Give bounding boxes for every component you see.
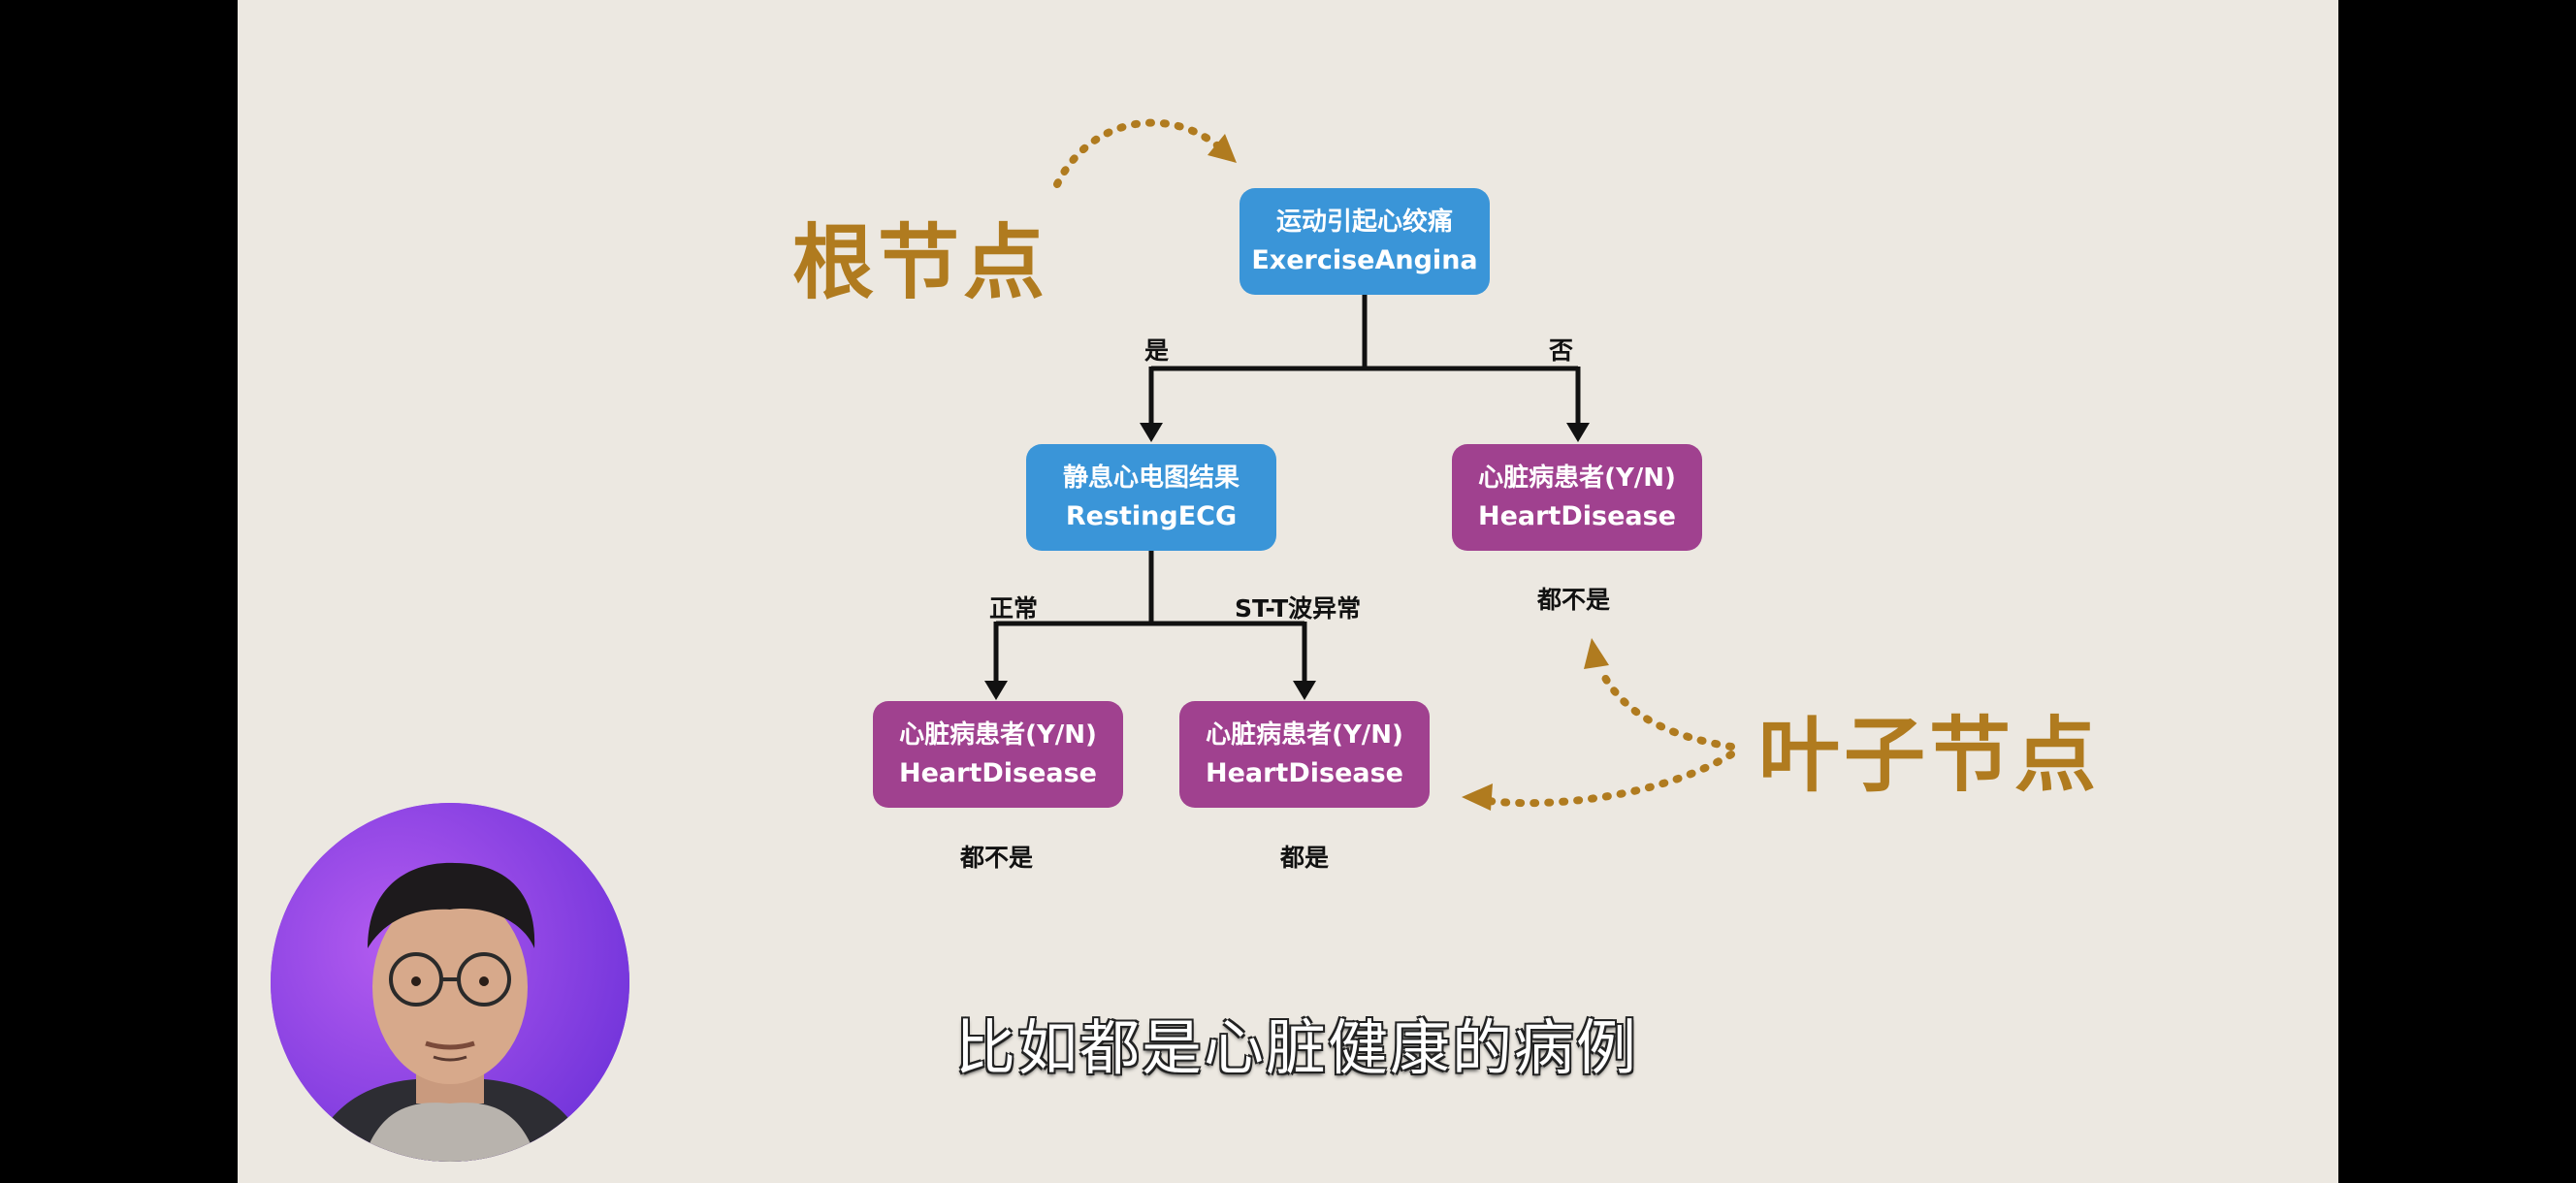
leaf-right-zh: 心脏病患者(Y/N) (1478, 464, 1676, 493)
leaf-dotted-curve-left (1485, 751, 1735, 808)
edge-label-stt: ST-T波异常 (1235, 594, 1362, 623)
leaf-node-mid: 心脏病患者(Y/N) HeartDisease (1179, 701, 1430, 808)
root-connector (1148, 295, 1581, 425)
tree-edges (984, 118, 1735, 811)
root-node-annotation: 根节点 (792, 215, 1049, 310)
root-dotted-curve (1053, 118, 1221, 188)
root-dotted-arrowhead (1208, 134, 1237, 163)
leaf-mid-note: 都是 (1280, 844, 1330, 872)
ecg-connector (993, 551, 1307, 683)
leaf-right-en: HeartDisease (1477, 501, 1676, 531)
arrow-no (1566, 423, 1590, 442)
slide: 根节点 叶子节点 运动引起心绞痛 ExerciseAngina 是 否 静息心电… (238, 0, 2338, 1183)
leaf-mid-zh: 心脏病患者(Y/N) (1206, 720, 1403, 750)
leaf-left-note: 都不是 (960, 844, 1034, 872)
presenter-video-avatar (271, 803, 629, 1162)
leaf-dotted-curve-up (1596, 665, 1735, 751)
leaf-node-right: 心脏病患者(Y/N) HeartDisease (1452, 444, 1702, 551)
edge-label-no: 否 (1549, 336, 1574, 365)
video-subtitle: 比如都是心脏健康的病例 (955, 1012, 1639, 1083)
leaf-mid-en: HeartDisease (1205, 758, 1403, 788)
ecg-node-en: RestingECG (1065, 501, 1238, 531)
edge-label-yes: 是 (1144, 336, 1170, 365)
root-node: 运动引起心绞痛 ExerciseAngina (1240, 188, 1490, 295)
edge-label-normal: 正常 (989, 594, 1039, 623)
arrow-stt (1293, 681, 1316, 700)
leaf-left-en: HeartDisease (898, 758, 1097, 788)
leaf-dotted-arrowhead-up (1584, 638, 1609, 669)
leaf-dotted-arrowhead-left (1462, 783, 1493, 811)
arrow-normal (984, 681, 1008, 700)
ecg-node: 静息心电图结果 RestingECG (1026, 444, 1276, 551)
root-node-zh: 运动引起心绞痛 (1275, 208, 1453, 237)
leaf-node-left: 心脏病患者(Y/N) HeartDisease (873, 701, 1123, 808)
presenter-figure (271, 803, 629, 1162)
leaf-node-annotation: 叶子节点 (1758, 708, 2101, 803)
arrow-yes (1140, 423, 1163, 442)
leaf-left-zh: 心脏病患者(Y/N) (899, 720, 1097, 750)
root-node-en: ExerciseAngina (1251, 245, 1478, 275)
leaf-right-note: 都不是 (1537, 586, 1611, 614)
ecg-node-zh: 静息心电图结果 (1062, 464, 1240, 493)
